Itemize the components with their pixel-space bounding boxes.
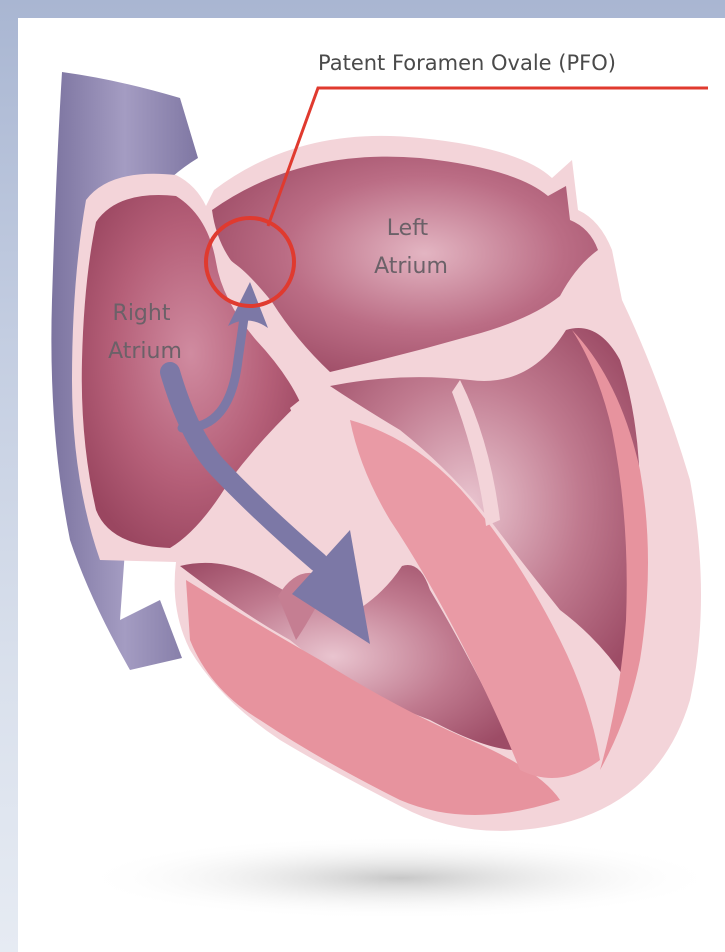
pfo-label: Patent Foramen Ovale (PFO) [318, 51, 616, 75]
ground-shadow [80, 836, 720, 920]
